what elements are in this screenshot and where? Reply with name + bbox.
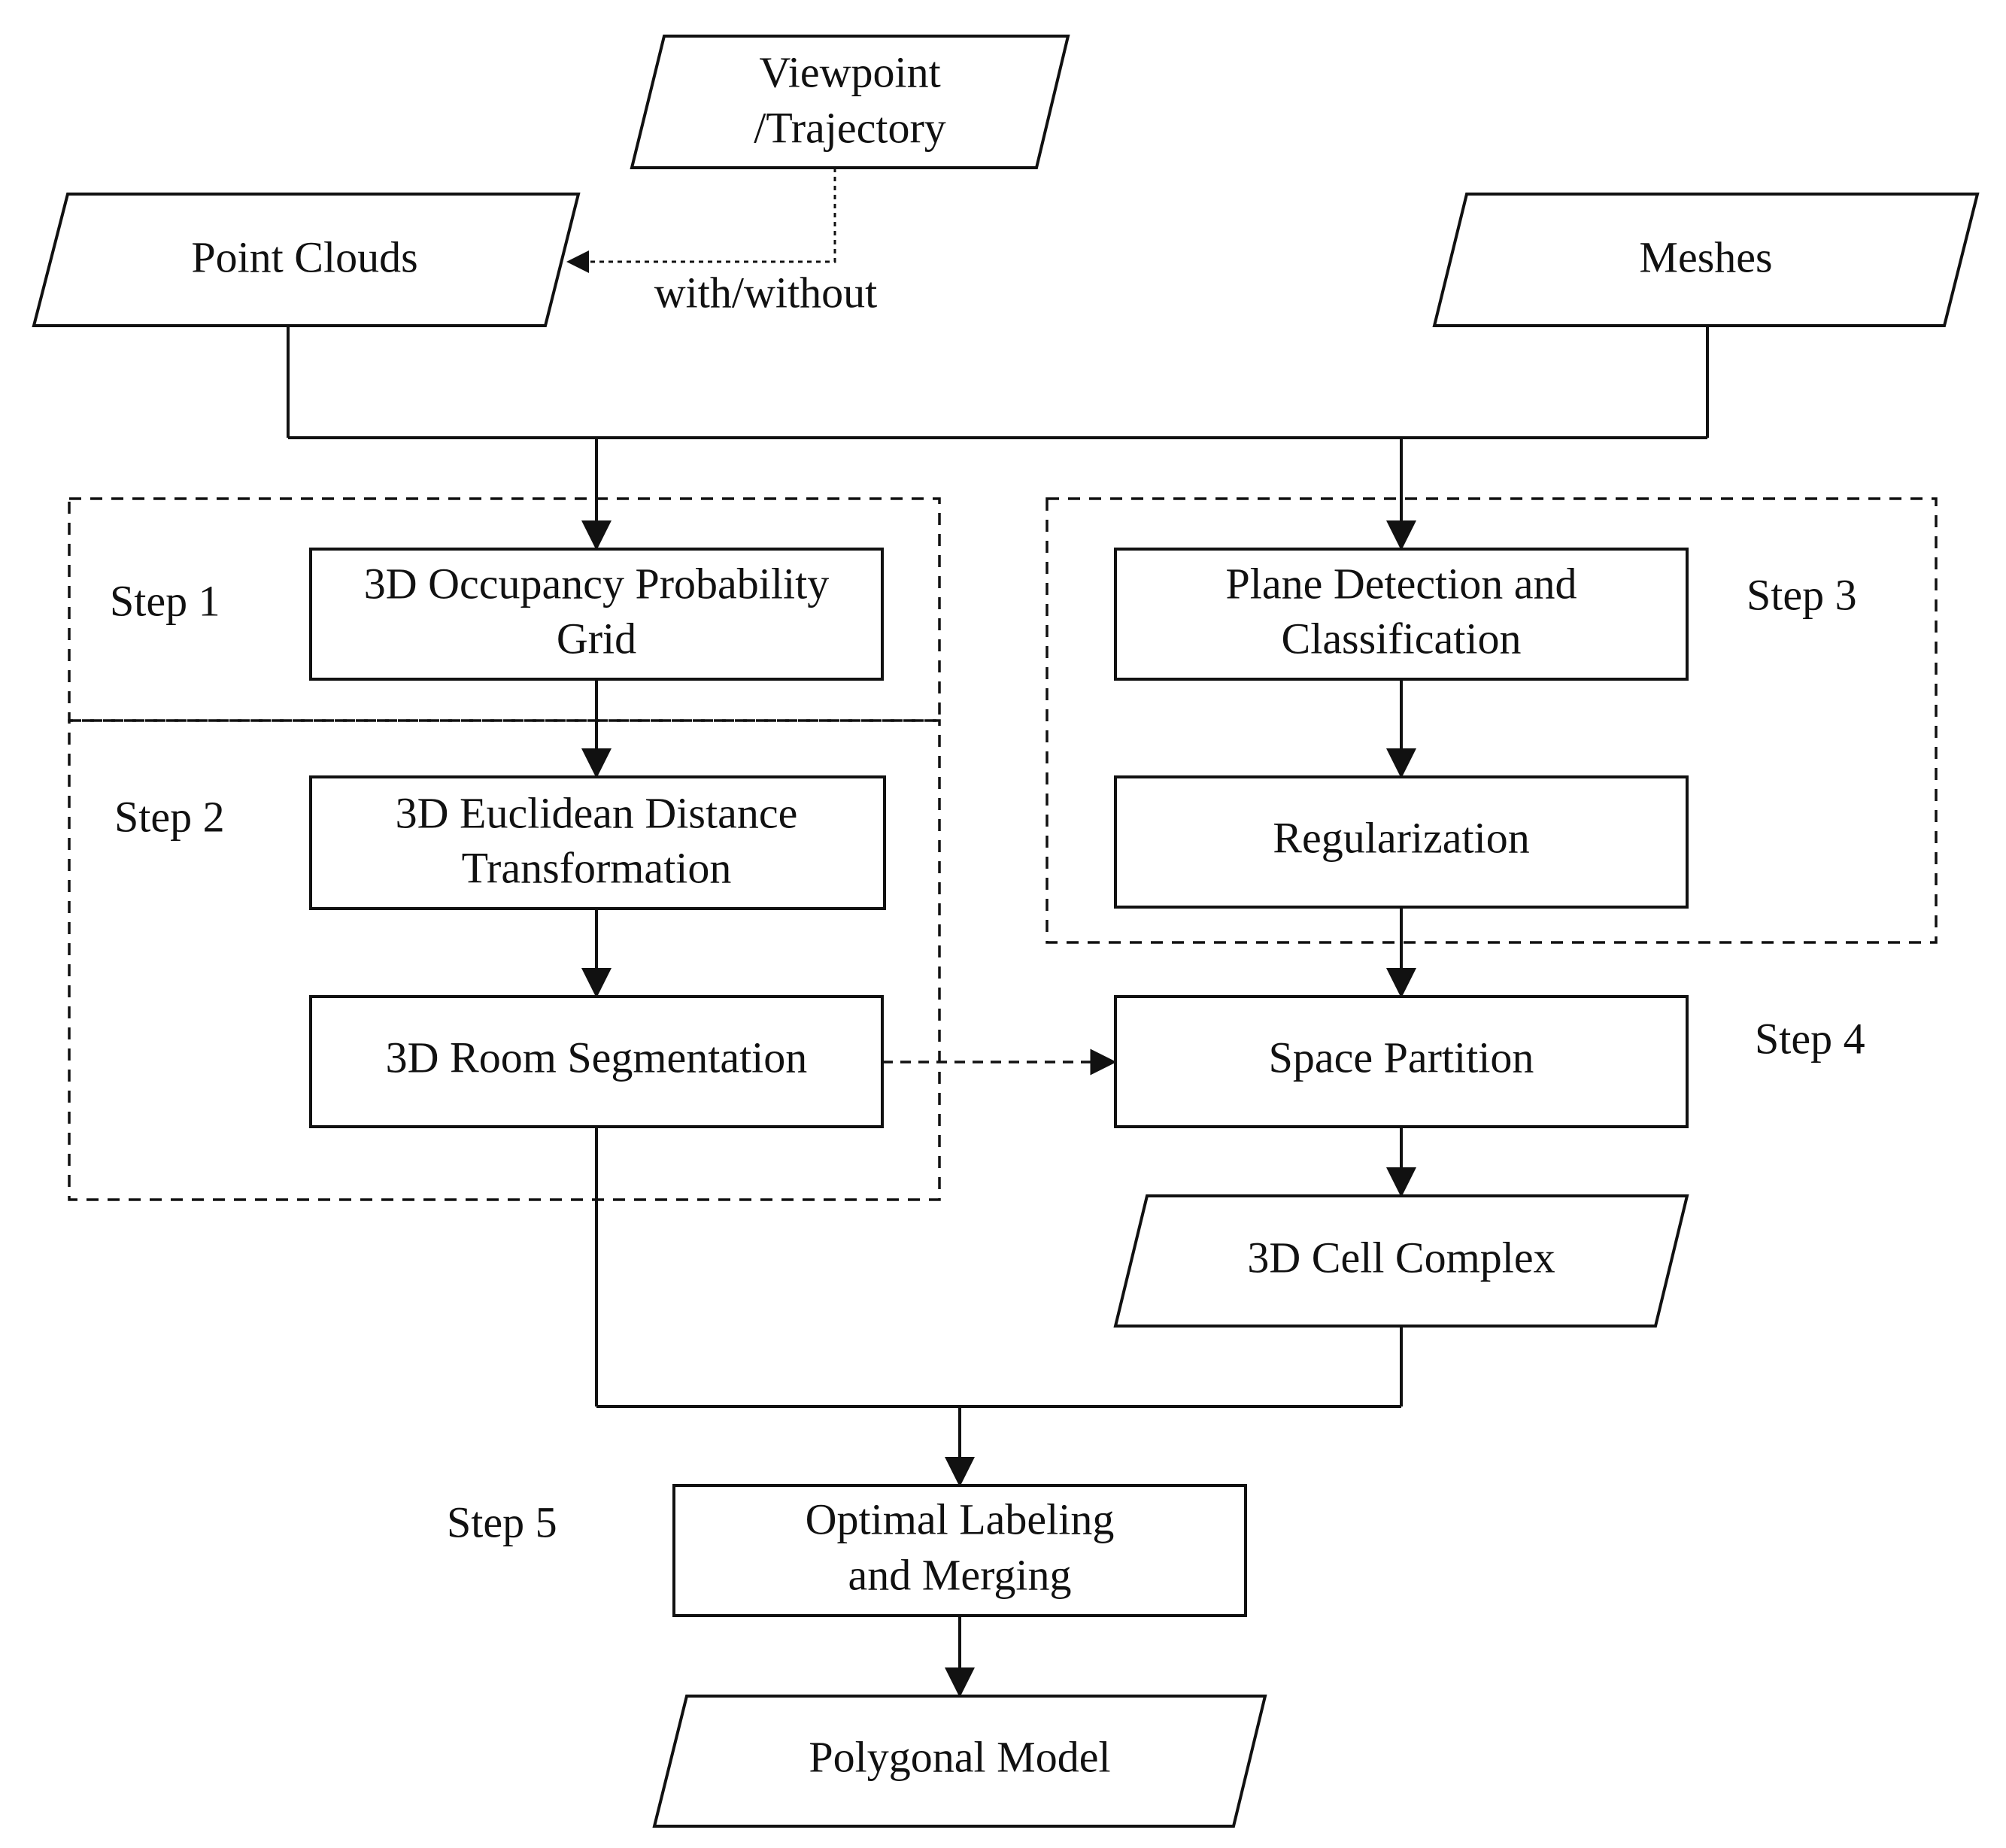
step2-label: Step 2: [114, 792, 225, 841]
step5-label: Step 5: [447, 1498, 557, 1546]
viewpoint-label-line2: /Trajectory: [754, 103, 946, 152]
with-without-label: with/without: [654, 268, 877, 317]
occupancy-label-line2: Grid: [557, 614, 636, 663]
cell-complex-output: [1113, 1194, 1689, 1328]
euclidean-label-line1: 3D Euclidean Distance: [396, 788, 798, 837]
space-partition-label: Space Partition: [1269, 1033, 1534, 1082]
optimal-labeling-label-line1: Optimal Labeling: [806, 1494, 1115, 1543]
step4-label: Step 4: [1755, 1014, 1865, 1063]
euclidean-label-line2: Transformation: [462, 843, 732, 892]
polygonal-model-label: Polygonal Model: [809, 1732, 1110, 1781]
point-clouds-input: [32, 193, 581, 327]
viewpoint-trajectory-input: [630, 35, 1070, 169]
meshes-label: Meshes: [1639, 232, 1772, 281]
room-segmentation-label: 3D Room Segmentation: [386, 1033, 808, 1082]
meshes-input: [1432, 193, 1980, 327]
optimal-labeling-label-line2: and Merging: [848, 1550, 1072, 1599]
occupancy-label-line1: 3D Occupancy Probability: [364, 559, 830, 608]
regularization-box: [1114, 775, 1689, 909]
polygonal-model-output: [652, 1695, 1267, 1828]
optimal-labeling-box: [672, 1484, 1247, 1617]
space-partition-box: [1114, 995, 1689, 1128]
viewpoint-label-line1: Viewpoint: [759, 47, 940, 96]
euclidean-distance-box: [309, 775, 886, 910]
plane-detection-label-line1: Plane Detection and: [1225, 559, 1577, 608]
viewpoint-to-point-clouds-edge: [566, 168, 836, 273]
plane-detection-box: [1114, 548, 1689, 681]
step3-region: [1045, 497, 1938, 944]
regularization-label: Regularization: [1273, 813, 1529, 862]
step1-label: Step 1: [110, 576, 220, 625]
step3-label: Step 3: [1747, 570, 1857, 619]
cell-complex-label: 3D Cell Complex: [1247, 1233, 1555, 1282]
step1-region: [68, 497, 941, 722]
point-clouds-label: Point Clouds: [191, 232, 417, 281]
plane-detection-label-line2: Classification: [1282, 614, 1522, 663]
